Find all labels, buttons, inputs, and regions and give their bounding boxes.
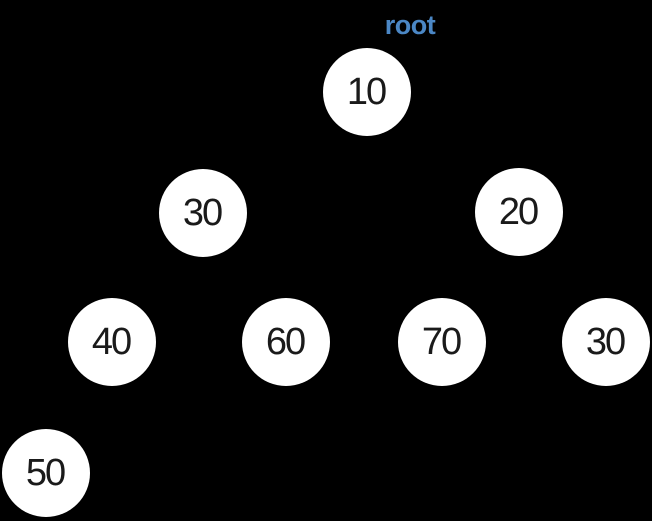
tree-node: 70 — [398, 298, 486, 386]
tree-node: 30 — [159, 169, 247, 257]
node-value-label: 50 — [25, 452, 66, 494]
tree-node: 30 — [562, 298, 650, 386]
node-value-label: 30 — [182, 192, 223, 234]
node-value-label: 10 — [346, 71, 387, 113]
node-value-label: 30 — [585, 321, 626, 363]
node-value-label: 70 — [421, 321, 462, 363]
node-value-label: 60 — [265, 321, 306, 363]
tree-node: 40 — [68, 298, 156, 386]
node-value-label: 40 — [91, 321, 132, 363]
tree-node: 50 — [2, 429, 90, 517]
tree-node: 60 — [242, 298, 330, 386]
tree-node: 20 — [475, 168, 563, 256]
root-pointer-label: root — [384, 10, 436, 40]
tree-node: 10 — [323, 48, 411, 136]
node-value-label: 20 — [498, 191, 539, 233]
